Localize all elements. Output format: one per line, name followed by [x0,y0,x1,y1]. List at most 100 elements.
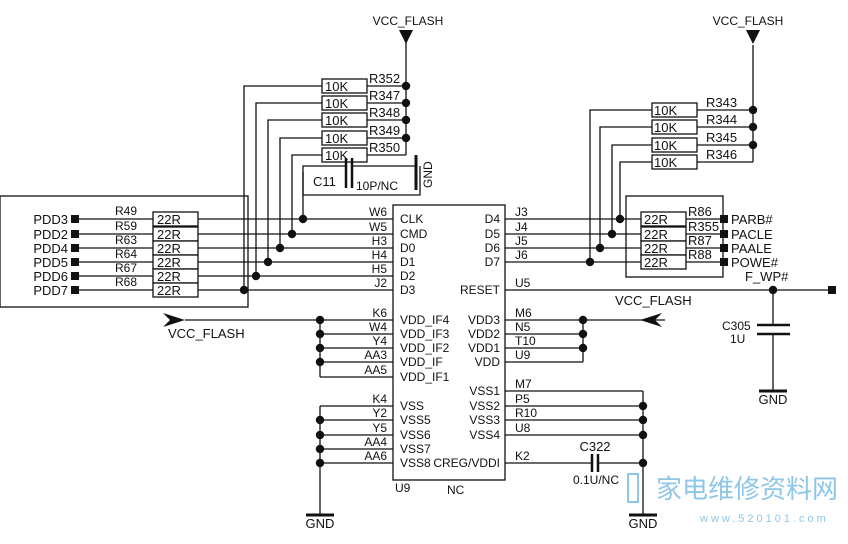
pin-number: J6 [515,248,528,262]
capacitor-value: 10P/NC [356,179,398,193]
resistor [152,211,199,227]
pin-number: W6 [369,205,387,219]
net-label: PAALE [731,241,772,256]
pin-number: AA3 [364,348,387,362]
net-label: PDD7 [33,283,68,298]
net-label: F_WP# [745,269,789,284]
junction-dot [315,458,325,468]
pin-number: Y2 [372,406,387,420]
resistor-ref: R352 [369,71,400,86]
pin-name: D1 [400,255,416,269]
gnd-label: GND [421,161,435,188]
pin-name: VDD_IF1 [400,370,450,384]
pin-name: VSS [400,399,424,413]
junction-dot [748,105,758,115]
pin-number: M7 [515,377,532,391]
capacitor-value: 1U [730,332,745,346]
net-label: PACLE [731,227,773,242]
power-arrow-icon [746,30,760,44]
wire [243,85,322,290]
pin-name: VSS8 [400,456,431,470]
resistor-value: 22R [644,241,668,256]
pin-number: AA5 [364,363,387,377]
watermark-url: www.520101.com [699,513,829,525]
chip-u9 [392,204,506,481]
net-label: POWE# [731,255,779,270]
resistor-ref: R86 [688,204,712,219]
capacitor-value: 0.1U/NC [573,473,619,487]
resistor-value: 22R [157,212,181,227]
resistor-ref: R344 [706,112,737,127]
connector-pad [828,286,836,294]
pin-number: K6 [372,306,387,320]
pin-number: W5 [369,220,387,234]
resistor-value: 10K [325,79,348,94]
junction-dot [315,315,325,325]
pin-name: VDD_IF [400,355,443,369]
power-arrow-icon [640,313,662,327]
resistor-value: 22R [157,283,181,298]
wire [611,144,652,234]
wire [302,165,346,219]
resistor-ref: R347 [369,88,400,103]
watermark-logo-icon [627,473,639,503]
wire [267,119,322,262]
junction-dot [315,329,325,339]
connector-pad [720,215,728,223]
gnd-label: GND [306,516,335,531]
pin-number: P5 [515,392,530,406]
pin-name: VSS6 [400,428,431,442]
connector-pad [71,215,79,223]
pdd-group-box [0,195,249,308]
net-label: PDD3 [33,212,68,227]
resistor-value: 10K [325,131,348,146]
pin-name: VDD1 [468,341,500,355]
resistor-value: 10K [325,148,348,163]
resistor-value: 22R [157,269,181,284]
pin-number: M6 [515,306,532,320]
resistor-value: 22R [157,227,181,242]
pin-name: D0 [400,241,416,255]
junction-dot [401,115,411,125]
pin-name: VDD_IF2 [400,341,450,355]
resistor [640,254,687,270]
resistor-ref: R63 [115,233,137,247]
resistor-value: 10K [654,138,677,153]
resistor-ref: R59 [115,219,137,233]
wire [589,109,652,262]
resistor-value: 10K [654,155,677,170]
watermark-logo: 家电维修资料网 [656,474,838,504]
pin-number: Y4 [372,334,387,348]
connector-pad [71,272,79,280]
junction-dot [638,401,648,411]
junction-dot [578,329,588,339]
connector-pad [71,286,79,294]
wire [291,154,322,234]
pin-number: N5 [515,320,531,334]
pin-number: T10 [515,334,536,348]
junction-dot [401,81,411,91]
pin-name: VDD [475,355,501,369]
resistor-ref: R350 [369,140,400,155]
pin-name: VSS3 [469,413,500,427]
pin-number: AA4 [364,435,387,449]
pin-name: CLK [400,212,423,226]
resistor-value: 22R [644,255,668,270]
pin-name: VDD_IF3 [400,327,450,341]
pin-name: CREG/VDDI [433,456,500,470]
resistor-ref: R349 [369,123,400,138]
pin-name: VSS7 [400,442,431,456]
resistor [152,282,199,298]
pin-name: D5 [485,227,501,241]
pin-name: CMD [400,227,428,241]
junction-dot [315,343,325,353]
capacitor-ref: C322 [579,439,610,454]
resistor-value: 22R [157,255,181,270]
pin-number: U5 [515,276,531,290]
resistor-ref: R67 [115,261,137,275]
connector-pad [720,258,728,266]
resistor-value: 22R [644,212,668,227]
junction-dot [578,343,588,353]
wire [619,161,652,219]
